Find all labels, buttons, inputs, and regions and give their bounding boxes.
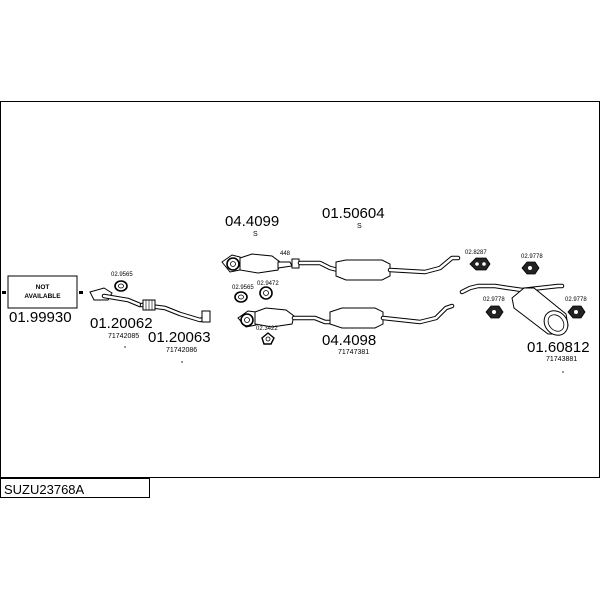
not-available-right-marker (79, 291, 83, 294)
code-box (0, 478, 150, 498)
intermediate-pipe-end-flange (201, 310, 211, 323)
part-label-01-50604[interactable]: 01.50604 (322, 205, 385, 222)
rubber-mount-9778b-hole (492, 310, 496, 314)
clamp-lower[interactable] (240, 313, 254, 327)
part-label-04-4098[interactable]: 04.4098 (322, 332, 376, 349)
upper-pipe-to-silencer-inner (298, 261, 340, 272)
not-available-part[interactable]: NOT AVAILABLE (2, 275, 83, 309)
rear-silencer-end-cap (543, 310, 569, 336)
part-ref-71743881: 71743881 (546, 356, 577, 363)
part-label-04-4099[interactable]: 04.4099 (225, 213, 279, 230)
part-note-01-50604: S (357, 223, 362, 230)
gasket-02-9565-mid[interactable] (234, 291, 248, 303)
front-pipe-01-20062[interactable] (89, 287, 143, 308)
accessory-label-02-8287[interactable]: 02.8287 (465, 250, 487, 256)
rubber-mount-02-9778-b[interactable] (485, 305, 504, 319)
rubber-mount-8287-hole-2 (482, 262, 486, 266)
lower-catalyst-outlet-inner (292, 316, 334, 324)
accessory-label-02-9778-b[interactable]: 02.9778 (483, 297, 505, 303)
accessory-label-02-9565-top[interactable]: 02.9565 (111, 272, 133, 278)
part-label-01-60812[interactable]: 01.60812 (527, 339, 590, 356)
not-available-left-marker (2, 291, 6, 294)
rear-silencer-01-60812[interactable] (459, 283, 573, 340)
part-label-01-20062[interactable]: 01.20062 (90, 315, 153, 332)
front-pipe-body-inner (102, 294, 142, 307)
rubber-mount-02-8287[interactable] (469, 257, 491, 271)
lower-tail-pipe-inner (381, 304, 454, 324)
accessory-label-02-9472[interactable]: 02.9472 (257, 281, 279, 287)
diagram-code: SUZU23768A (4, 482, 85, 497)
rubber-mount-02-9778-c[interactable] (567, 305, 586, 319)
rear-inlet-pipe-inner (460, 284, 564, 294)
not-available-line1: NOT (36, 284, 50, 291)
upper-tail-pipe-inner (388, 256, 460, 274)
clamp-9472-hole (263, 290, 269, 296)
accessory-label-448[interactable]: 448 (280, 251, 291, 257)
part-ref-71742085: 71742085 (108, 333, 139, 340)
part-ref-71747381: 71747381 (338, 349, 369, 356)
lower-silencer-body (329, 307, 384, 329)
gasket-02-3422[interactable] (261, 332, 275, 345)
upper-silencer-body (335, 259, 391, 281)
not-available-line2: AVAILABLE (24, 293, 61, 300)
accessory-label-02-3422[interactable]: 02.3422 (256, 326, 278, 332)
rubber-mount-02-9778-a[interactable] (521, 261, 540, 275)
rear-silencer-end-inner (547, 314, 565, 332)
rear-pipe-01-50604[interactable] (297, 255, 461, 281)
accessory-label-02-9778-c[interactable]: 02.9778 (565, 297, 587, 303)
rubber-mount-9778a-hole (528, 266, 532, 270)
part-label-01-20063[interactable]: 01.20063 (148, 329, 211, 346)
part-note-04-4099: S (253, 231, 258, 238)
rubber-mount-9778c-hole (574, 310, 578, 314)
not-available-box (7, 275, 78, 309)
accessory-label-02-9565-mid[interactable]: 02.9565 (232, 285, 254, 291)
part-ref-71742086: 71742086 (166, 347, 197, 354)
gasket-02-9565-top[interactable] (114, 280, 128, 292)
clamp-lower-hole (244, 317, 250, 323)
part-label-01-99930[interactable]: 01.99930 (9, 309, 72, 326)
rubber-mount-8287-shape (469, 257, 491, 271)
clamp-02-9472[interactable] (259, 286, 273, 300)
accessory-label-02-9778-a[interactable]: 02.9778 (521, 254, 543, 260)
gasket-3422-hole (265, 336, 271, 342)
gasket-mid-hole (238, 294, 244, 300)
clamp-upper[interactable] (226, 257, 240, 271)
rubber-mount-8287-hole-1 (475, 262, 479, 266)
clamp-upper-hole (230, 261, 236, 267)
gasket-top-hole (118, 283, 124, 289)
intermediate-pipe-01-20063[interactable] (139, 299, 211, 323)
